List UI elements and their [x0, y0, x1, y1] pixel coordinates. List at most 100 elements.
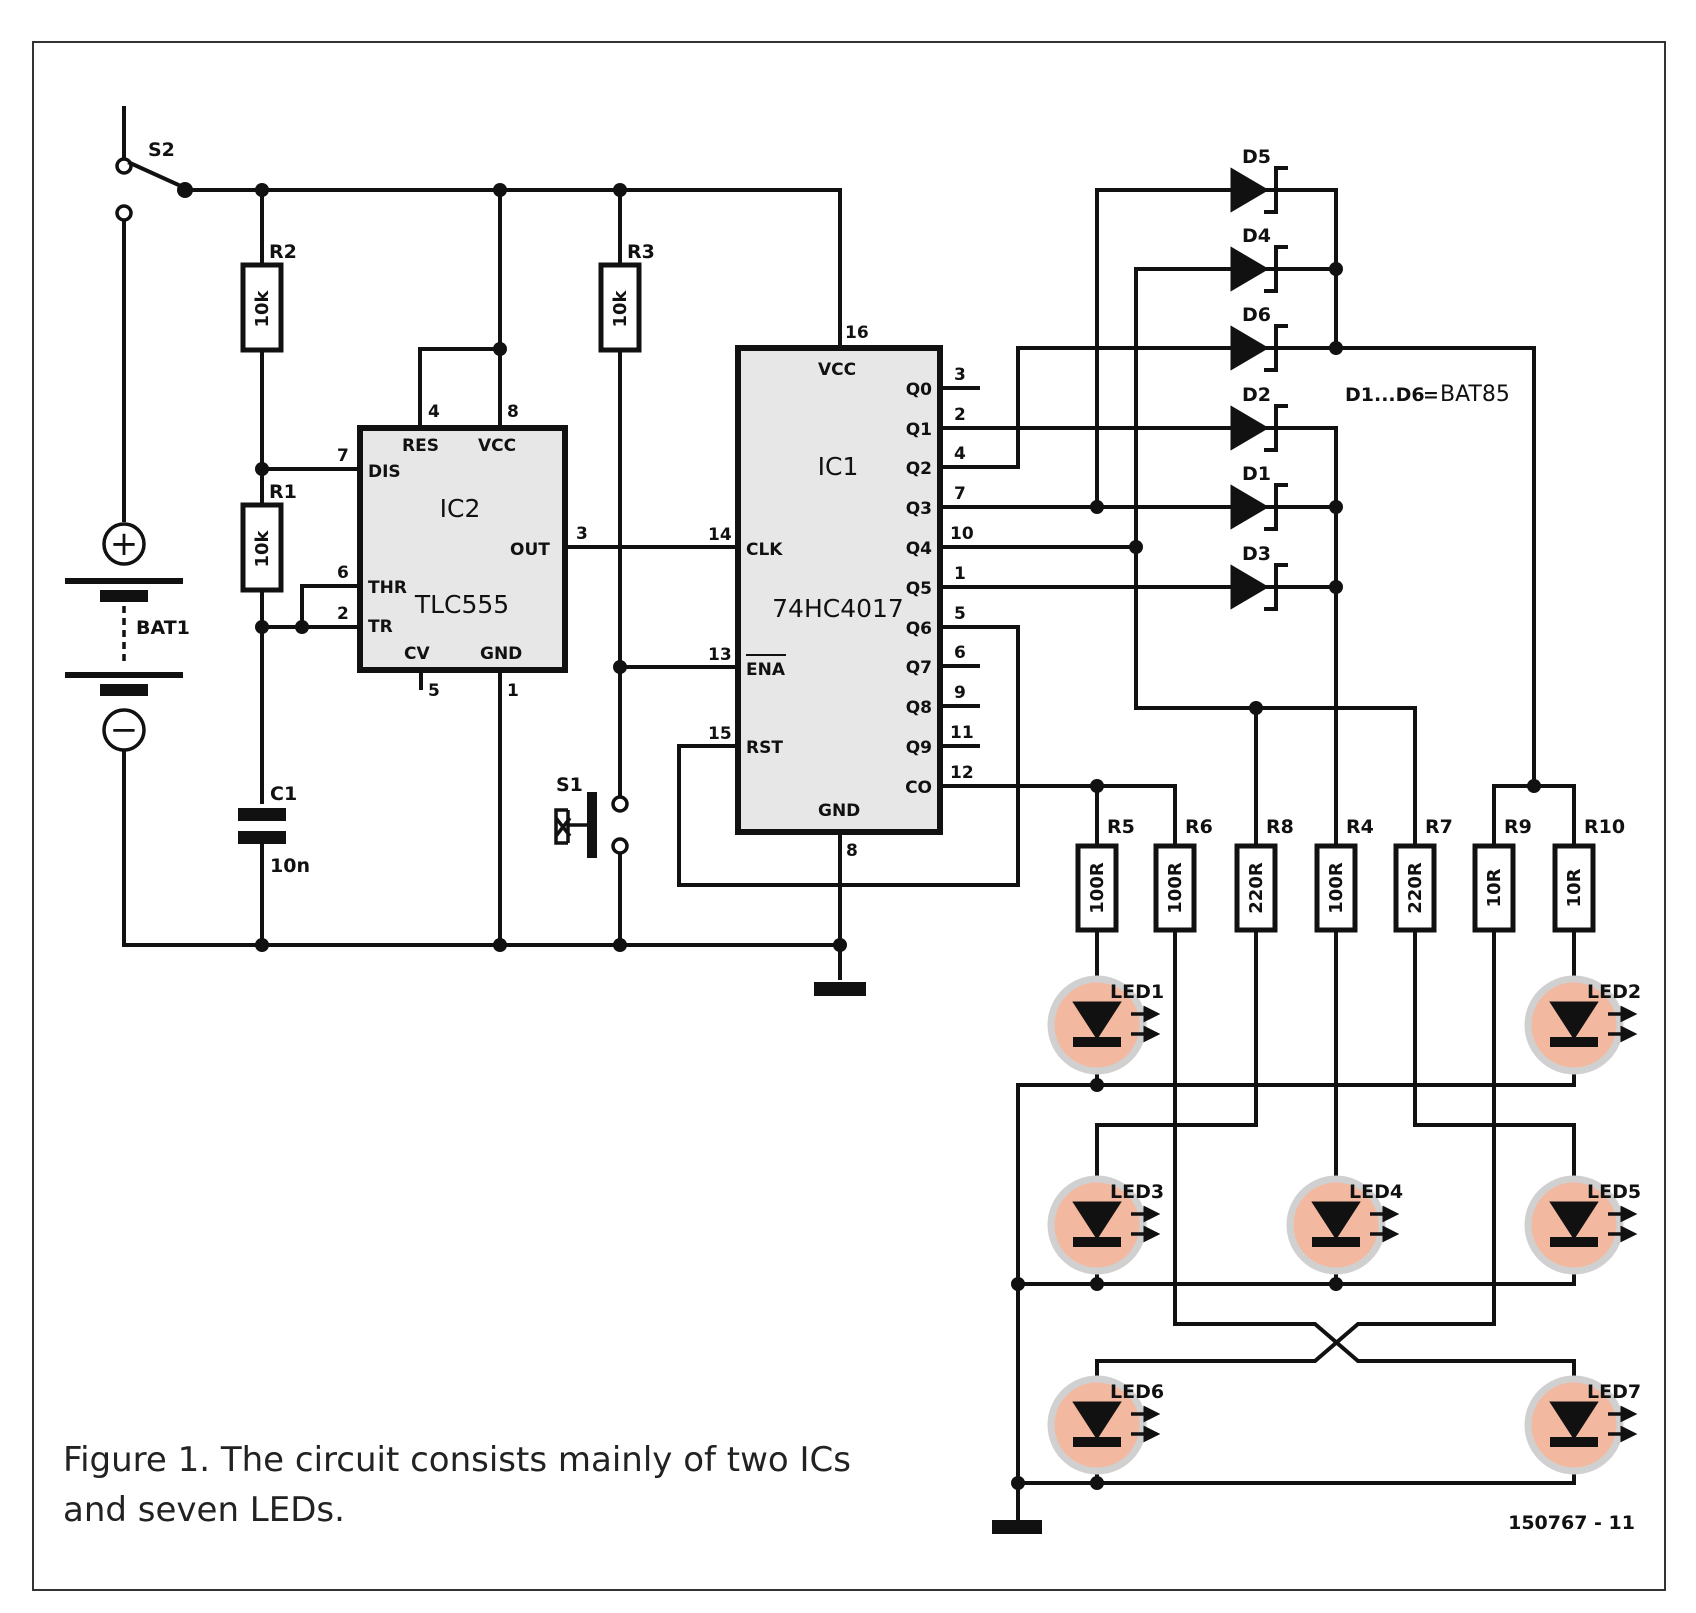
figure-frame [32, 41, 1666, 1591]
ic2-pin-res: RES [402, 436, 439, 456]
ic2-pinnum-out: 3 [576, 524, 588, 544]
diode-d3-label: D3 [1242, 543, 1271, 565]
ic1-pinnum-q4: 10 [950, 524, 974, 544]
diode-d3: D3 [1230, 543, 1288, 611]
ic1-name: IC1 [818, 452, 859, 481]
ic1-pin-q9: Q9 [906, 738, 932, 758]
ic1-pinnum-clk: 14 [708, 525, 732, 545]
wires-left [122, 106, 1020, 980]
resistor-r3-value: 10k [610, 289, 631, 327]
caption-line-1: Figure 1. The circuit consists mainly of… [63, 1440, 851, 1480]
ic1-pinnum-q0: 3 [954, 365, 966, 385]
led-led3: LED3 [1047, 1175, 1164, 1275]
resistor-r6-value: 100R [1165, 862, 1186, 914]
diode-d1-label: D1 [1242, 463, 1271, 485]
ic2-pinnum-vcc: 8 [507, 402, 519, 422]
ic1-pin-q0: Q0 [906, 380, 932, 400]
ic1-pin-co: CO [905, 778, 932, 798]
ic1-pin-clk: CLK [746, 540, 783, 560]
led-led2-label: LED2 [1587, 981, 1641, 1003]
capacitor-c1-value: 10n [270, 855, 310, 877]
ic1-pinnum-vcc: 16 [845, 323, 869, 343]
diode-note-value: BAT85 [1440, 382, 1510, 407]
ground-symbol-left [814, 982, 866, 996]
capacitor-c1-name: C1 [270, 783, 297, 805]
resistor-r1-value: 10k [252, 529, 273, 567]
ic1-pin-gnd: GND [818, 801, 860, 821]
diode-d5-label: D5 [1242, 146, 1271, 168]
led-resistor-group: R5100RR6100RR8220RR4100RR7220RR910RR1010… [1075, 816, 1625, 933]
ic1-pinnum-gnd: 8 [846, 841, 858, 861]
ic1-pin-rst: RST [746, 738, 783, 758]
ic2-pin-thr: THR [368, 578, 407, 598]
diode-d1: D1 [1230, 463, 1288, 531]
ic1-pinnum-q7: 6 [954, 643, 966, 663]
diode-note-part: D1...D6 [1345, 384, 1425, 406]
wires-right [938, 188, 1576, 1527]
resistor-r2-value: 10k [252, 289, 273, 327]
led-led5-label: LED5 [1587, 1181, 1641, 1203]
ic1-pinnum-q8: 9 [954, 683, 966, 703]
ic1-pin-q3: Q3 [906, 499, 932, 519]
resistor-r1-name: R1 [269, 481, 297, 503]
diode-d6-label: D6 [1242, 304, 1271, 326]
ic2-pin-dis: DIS [368, 462, 401, 482]
diode-d5: D5 [1230, 146, 1288, 214]
ic1-pinnum-q1: 2 [954, 405, 966, 425]
ic1-pinnum-ena: 13 [708, 645, 732, 665]
led-led4-label: LED4 [1349, 1181, 1403, 1203]
resistor-r4-name: R4 [1346, 816, 1374, 838]
ic1-pin-q8: Q8 [906, 698, 932, 718]
resistor-r8-name: R8 [1266, 816, 1294, 838]
ic2-type: TLC555 [414, 590, 509, 619]
ic2-tlc555: IC2 TLC555 RES VCC DIS OUT THR TR CV GND… [337, 402, 588, 701]
battery-minus-sign: − [110, 710, 139, 750]
led-led7-label: LED7 [1587, 1381, 1641, 1403]
diode-d4: D4 [1230, 225, 1288, 293]
ic2-pin-gnd: GND [480, 644, 522, 664]
ic2-pin-out: OUT [510, 540, 550, 560]
diode-d2-label: D2 [1242, 384, 1271, 406]
diode-note-eq: = [1423, 384, 1439, 406]
resistor-r2: R2 10k [240, 241, 297, 353]
resistor-r3: R3 10k [598, 241, 655, 353]
ground-symbol-right [992, 1520, 1042, 1534]
ic2-pin-vcc: VCC [478, 436, 516, 456]
switch-s2: S2 [115, 139, 193, 222]
resistor-r6-name: R6 [1185, 816, 1213, 838]
figure-code: 150767 - 11 [1508, 1512, 1635, 1534]
resistor-r4-value: 100R [1326, 862, 1347, 914]
capacitor-c1: C1 10n [238, 783, 310, 877]
resistor-r6: R6 100R [1153, 816, 1213, 933]
caption-line-2: and seven LEDs. [63, 1490, 345, 1530]
resistor-r7-value: 220R [1405, 862, 1426, 914]
ic2-pinnum-cv: 5 [428, 681, 440, 701]
ic1-pinnum-q9: 11 [950, 723, 974, 743]
ic2-pinnum-tr: 2 [337, 604, 349, 624]
led-led4: LED4 [1286, 1175, 1403, 1275]
ic2-pinnum-thr: 6 [337, 563, 349, 583]
ic1-74hc4017: IC1 74HC4017 VCC CLK ENA RST GND Q0 Q1 Q… [708, 323, 974, 861]
switch-s1: S1 [554, 774, 629, 858]
led-led6: LED6 [1047, 1375, 1164, 1475]
ic2-pin-cv: CV [404, 644, 430, 664]
ic2-pin-tr: TR [368, 617, 393, 637]
ic1-pinnum-q2: 4 [954, 444, 966, 464]
switch-s2-label: S2 [148, 139, 175, 161]
ic1-type: 74HC4017 [772, 594, 904, 623]
ic1-pin-q7: Q7 [906, 658, 932, 678]
led-led5: LED5 [1524, 1175, 1641, 1275]
ic2-pinnum-res: 4 [428, 402, 440, 422]
resistor-r2-name: R2 [269, 241, 297, 263]
ic1-pinnum-rst: 15 [708, 724, 732, 744]
resistor-r4: R4 100R [1314, 816, 1374, 933]
diode-d2: D2 [1230, 384, 1288, 452]
ic1-pinnum-q5: 1 [954, 564, 966, 584]
led-led7: LED7 [1524, 1375, 1641, 1475]
led-led1: LED1 [1047, 975, 1164, 1075]
